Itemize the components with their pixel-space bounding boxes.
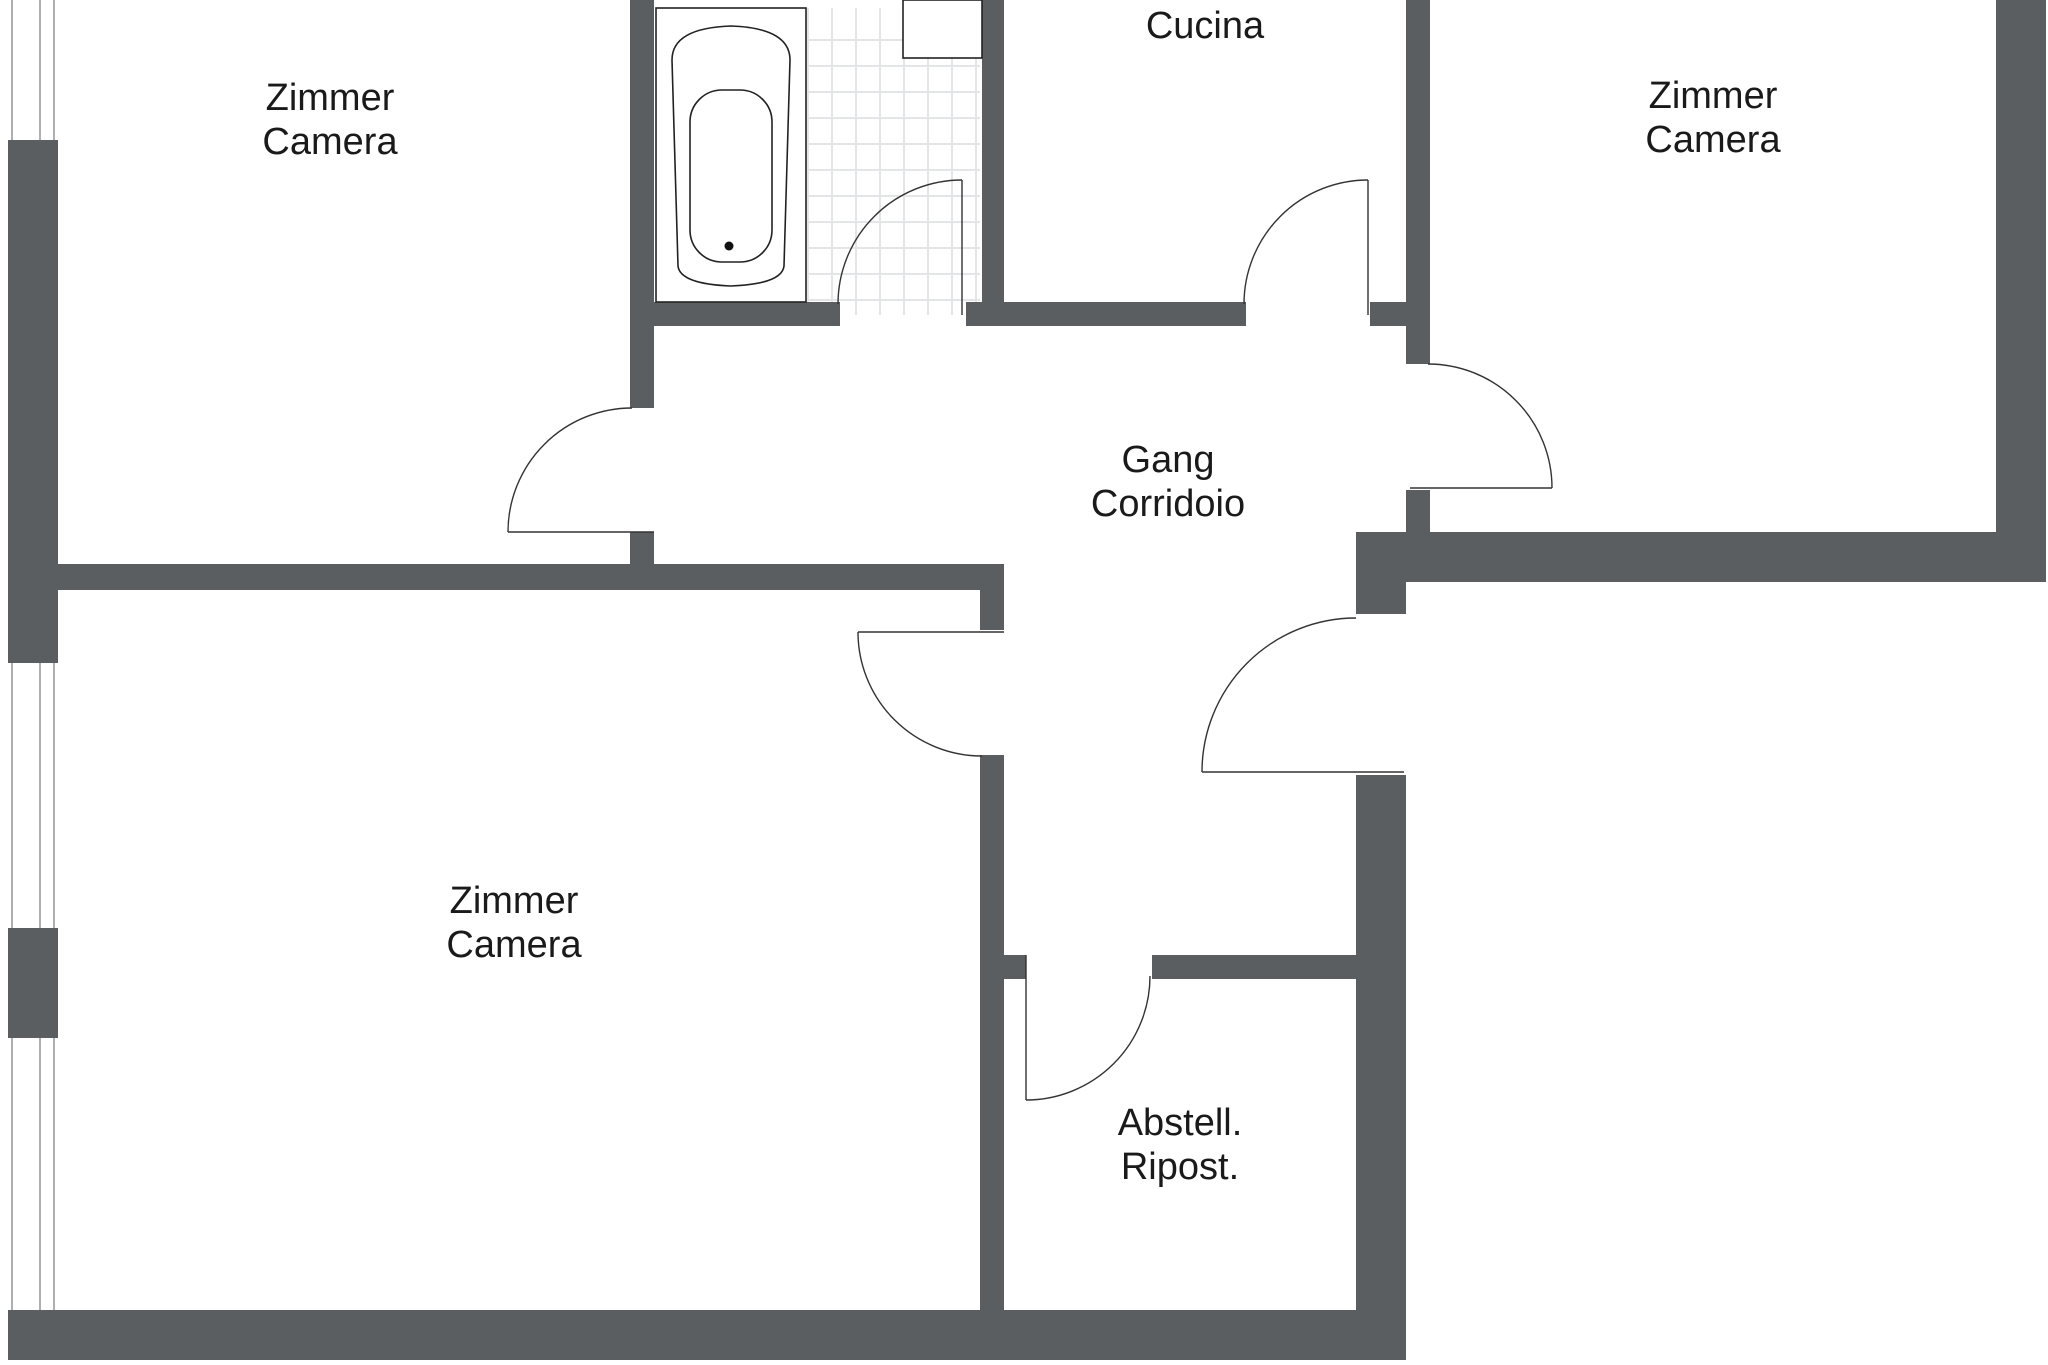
kitchen-label: Cucina	[1146, 5, 1265, 47]
door-storage	[1025, 955, 1151, 1101]
storage-label-line2: Ripost.	[1121, 1146, 1239, 1188]
door-room-top-left	[507, 407, 654, 533]
room-top-right-label-line1: Zimmer	[1649, 75, 1778, 117]
bathroom-tiles	[806, 8, 980, 315]
room-bottom-left-label-line1: Zimmer	[450, 880, 579, 922]
door-entrance	[1201, 617, 1404, 773]
room-labels: Zimmer Camera Cucina Zimmer Camera Gang …	[262, 5, 1781, 1188]
door-kitchen	[1243, 179, 1369, 315]
room-top-left-label-line1: Zimmer	[266, 77, 395, 119]
door-room-top-right	[1410, 363, 1553, 489]
washbasin	[902, 0, 983, 59]
storage-label-line1: Abstell.	[1118, 1102, 1243, 1144]
door-room-bottom-left	[857, 631, 1004, 757]
fixtures	[655, 0, 983, 303]
room-top-left-label-line2: Camera	[262, 121, 398, 163]
doors	[507, 179, 1553, 1101]
corridor-label-line2: Corridoio	[1091, 483, 1245, 525]
windows	[11, 0, 55, 1310]
walls	[8, 0, 2046, 1360]
corridor-label-line1: Gang	[1122, 439, 1215, 481]
room-top-right-label-line2: Camera	[1645, 119, 1781, 161]
door-bathroom	[837, 179, 963, 315]
bathtub	[655, 7, 807, 303]
room-bottom-left-label-line2: Camera	[446, 924, 582, 966]
